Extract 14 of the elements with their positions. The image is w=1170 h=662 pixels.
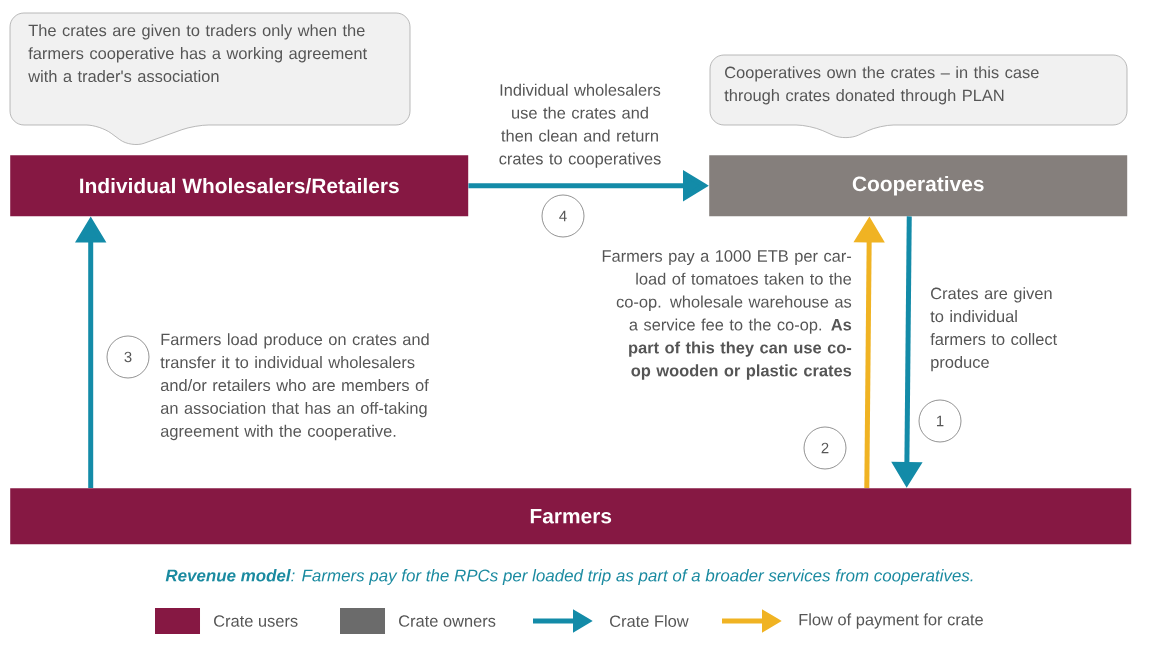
farmers-box: Farmers bbox=[10, 488, 1132, 545]
speech-bubble: Cooperatives own the crates – in this case through crates donated through PLAN bbox=[709, 54, 1128, 138]
legend-label: Crate owners bbox=[399, 615, 496, 627]
legend-label: Crate Flow bbox=[610, 614, 689, 627]
caption: Revenue model: Farmers pay for the RPCs per loaded trip as part of a broader services from cooperatives. bbox=[165, 569, 973, 585]
legend-label: Crate users bbox=[214, 615, 298, 627]
edge-label: Individual wholesalers use the crates and then clean and return crates to cooperatives bbox=[499, 83, 661, 168]
wholesaler-box: Individual Wholesalers/Retailers bbox=[10, 155, 469, 217]
edge-label: Farmers load produce on crates and transfer it to individual wholesalers and/or retailers who are members of an association that has an off-taking agreement with the cooperative. bbox=[160, 333, 429, 441]
edge-label: Farmers pay a 1000 ETB per car-load of tomatoes taken to the co-op. wholesale warehouse as a service fee to the co-op. As part of this they can use co-op wooden or plastic crates bbox=[602, 250, 852, 380]
edge-label: Crates are given to individual farmers to collect produce bbox=[930, 287, 1058, 372]
cooperative-box: Cooperatives bbox=[709, 155, 1128, 217]
legend-label: Flow of payment for crate bbox=[799, 613, 983, 629]
speech-bubble: The crates are given to traders only when the farmers cooperative has a working agreement with a trader's association bbox=[9, 12, 411, 145]
